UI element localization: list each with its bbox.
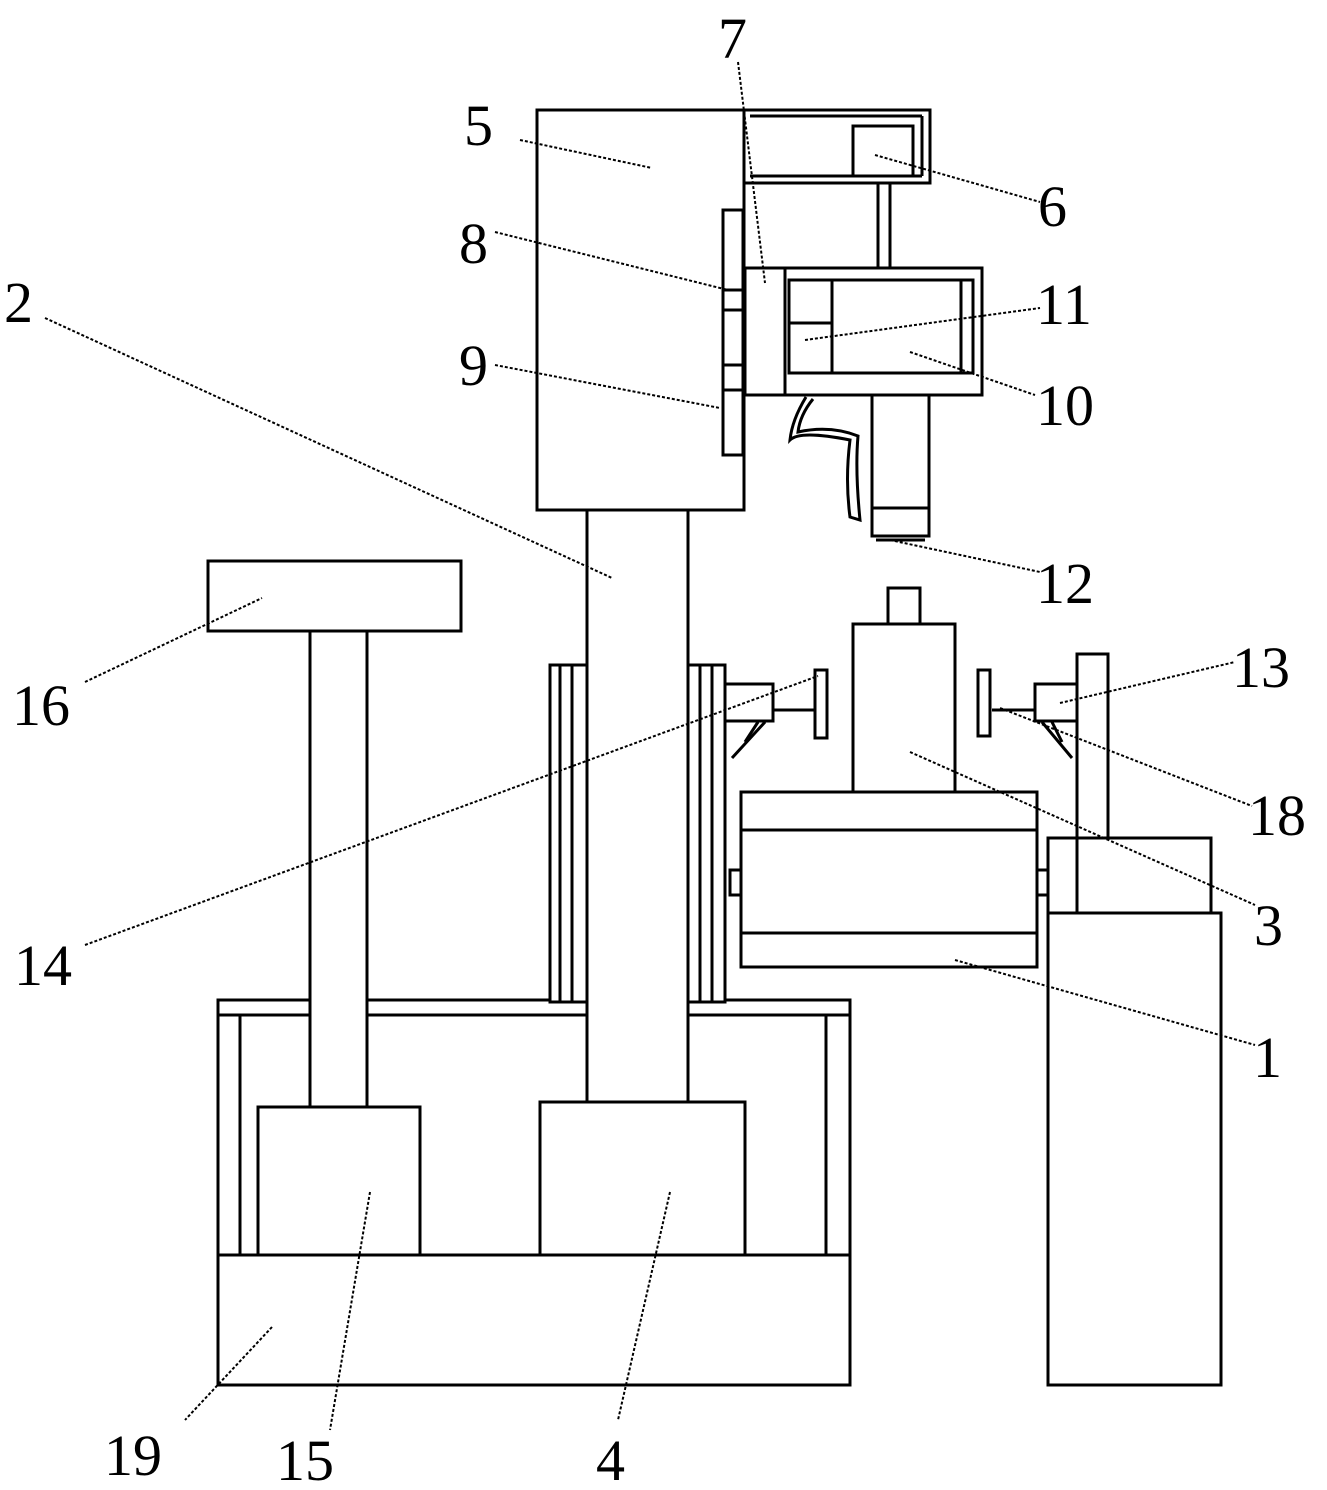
housing-part-5: [537, 110, 744, 510]
label-4: 4: [596, 1428, 625, 1490]
leader-12: [890, 540, 1040, 572]
label-7: 7: [718, 6, 747, 71]
label-15: 15: [276, 1428, 334, 1490]
clamp-left: [725, 670, 827, 758]
table-part-1: [730, 792, 1049, 967]
label-3: 3: [1254, 893, 1283, 958]
label-1: 1: [1253, 1025, 1282, 1090]
label-5: 5: [464, 93, 493, 158]
label-16: 16: [12, 673, 70, 738]
leader-16: [85, 598, 262, 682]
label-6: 6: [1038, 174, 1067, 239]
label-14: 14: [14, 933, 72, 998]
slide-rail-part-8-9: [723, 210, 785, 455]
label-9: 9: [459, 333, 488, 398]
workpiece-part-3: [853, 588, 955, 794]
label-10: 10: [1036, 373, 1094, 438]
bracket-part-6: [744, 110, 930, 270]
label-11: 11: [1036, 272, 1092, 337]
right-cabinet: [1048, 838, 1221, 1385]
box-part-10: [785, 268, 982, 395]
block-part-4: [540, 1102, 745, 1255]
block-part-15: [258, 1107, 420, 1255]
label-12: 12: [1036, 551, 1094, 616]
post-part-16: [310, 630, 367, 1107]
spindle-part-12: [790, 395, 929, 540]
label-2: 2: [4, 270, 33, 335]
plate-part-16: [208, 561, 461, 631]
label-8: 8: [459, 211, 488, 276]
clamp-right: [978, 670, 1080, 758]
column-part-2: [587, 510, 688, 1102]
label-18: 18: [1248, 783, 1306, 848]
label-19: 19: [104, 1423, 162, 1488]
label-13: 13: [1232, 635, 1290, 700]
leader-2: [45, 318, 612, 578]
